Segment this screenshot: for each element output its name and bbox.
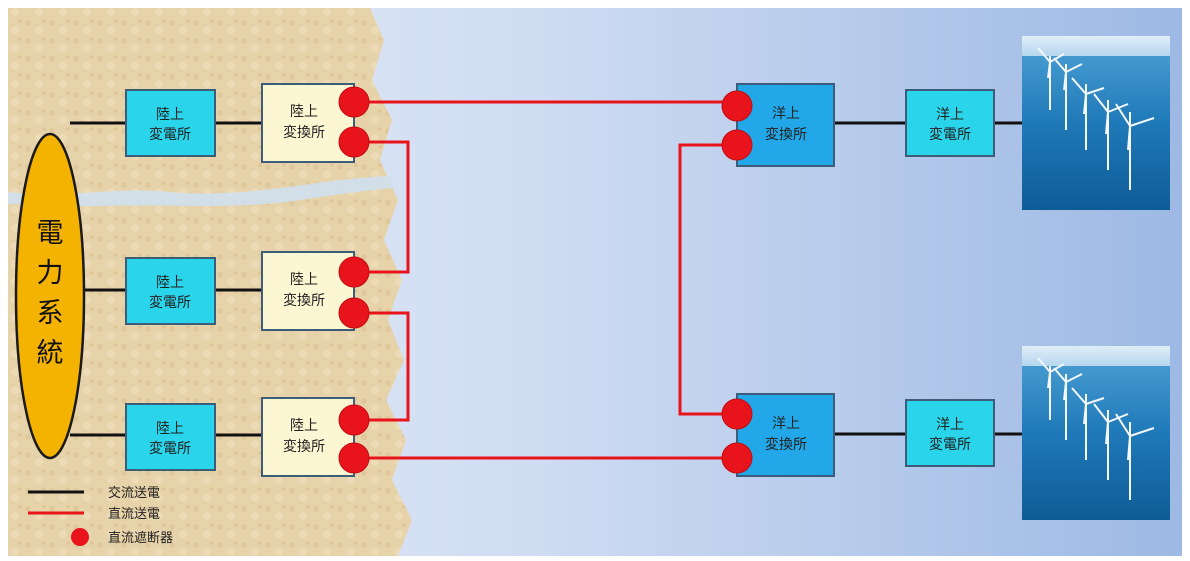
- legend-dc-label: 直流送電: [108, 507, 160, 522]
- legend-ac-label: 交流送電: [108, 485, 160, 501]
- dc-breaker: [338, 256, 370, 288]
- svg-text:変換所: 変換所: [283, 292, 325, 309]
- svg-text:変電所: 変電所: [929, 126, 971, 143]
- power-grid-char: 統: [37, 338, 64, 369]
- svg-text:陸上: 陸上: [156, 275, 184, 291]
- power-grid-char: 電: [37, 218, 64, 249]
- svg-text:変電所: 変電所: [149, 440, 191, 457]
- svg-text:陸上: 陸上: [290, 272, 318, 288]
- dc-breakers: [338, 86, 753, 474]
- svg-text:変電所: 変電所: [149, 126, 191, 143]
- dc-breaker: [338, 442, 370, 474]
- wind-farm-photo-upper: [1022, 36, 1170, 210]
- legend-breaker-label: 直流遮断器: [108, 530, 173, 546]
- dc-breaker: [338, 404, 370, 436]
- svg-text:変換所: 変換所: [283, 438, 325, 455]
- dc-breaker: [721, 129, 753, 161]
- svg-text:陸上: 陸上: [290, 104, 318, 120]
- svg-text:洋上: 洋上: [936, 107, 964, 123]
- wind-farm-photo-lower: [1022, 346, 1170, 520]
- dc-breaker: [338, 126, 370, 158]
- legend: 交流送電 直流送電 直流遮断器: [28, 485, 173, 546]
- offshore-substation: 洋上 変電所: [905, 89, 995, 157]
- onshore-substation: 陸上 変電所: [125, 403, 216, 471]
- onshore-substation: 陸上 変電所: [125, 89, 216, 157]
- svg-text:陸上: 陸上: [290, 418, 318, 434]
- onshore-converter: 陸上 変換所: [261, 251, 355, 331]
- dc-breaker: [721, 398, 753, 430]
- svg-text:変換所: 変換所: [283, 124, 325, 141]
- onshore-converter: 陸上 変換所: [261, 83, 355, 163]
- svg-text:洋上: 洋上: [772, 416, 800, 432]
- svg-text:陸上: 陸上: [156, 421, 184, 437]
- dc-breaker: [338, 297, 370, 329]
- offshore-substation: 洋上 変電所: [905, 399, 995, 467]
- offshore-converter: 洋上 変換所: [736, 83, 835, 167]
- svg-text:変換所: 変換所: [765, 436, 807, 453]
- dc-breaker: [338, 86, 370, 118]
- svg-text:陸上: 陸上: [156, 107, 184, 123]
- dc-breaker: [721, 442, 753, 474]
- legend-breaker-swatch: [71, 528, 89, 546]
- svg-text:洋上: 洋上: [936, 417, 964, 433]
- svg-text:変電所: 変電所: [929, 436, 971, 453]
- svg-text:変換所: 変換所: [765, 126, 807, 143]
- dc-breaker: [721, 90, 753, 122]
- power-grid-char: 力: [37, 258, 64, 289]
- svg-text:変電所: 変電所: [149, 294, 191, 311]
- onshore-converter: 陸上 変換所: [261, 397, 355, 477]
- power-grid-char: 系: [37, 298, 64, 329]
- power-grid: 電 力 系 統: [14, 132, 86, 460]
- svg-text:洋上: 洋上: [772, 106, 800, 122]
- offshore-converter: 洋上 変換所: [736, 393, 835, 477]
- onshore-substation: 陸上 変電所: [125, 257, 216, 325]
- river: [8, 176, 394, 207]
- dc-lines: [354, 100, 737, 460]
